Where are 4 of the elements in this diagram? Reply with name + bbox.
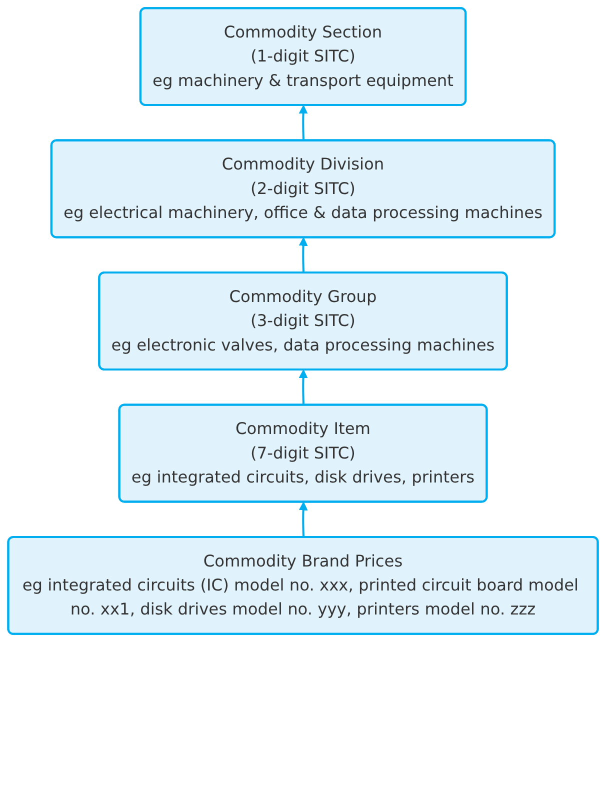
arrow [298,237,308,274]
arrow [298,502,308,538]
arrow [298,105,308,141]
arrow [298,370,308,406]
